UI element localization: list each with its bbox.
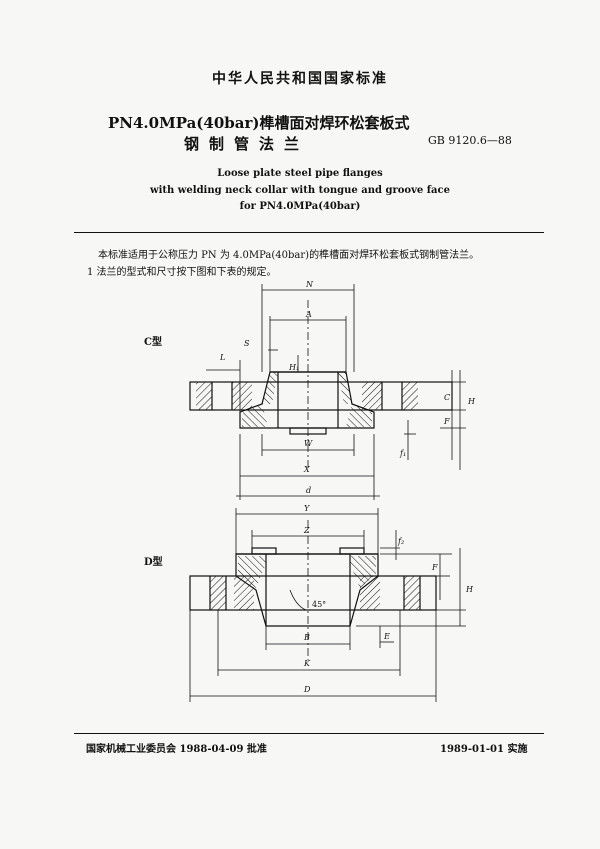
d-type-section [189,508,466,702]
dim-d-D: D [303,685,311,694]
dim-d-H: H [465,585,474,594]
title-en-line3: for PN4.0MPa(40bar) [239,201,361,212]
c-collar-hatch-right [346,404,372,427]
top-rule [74,232,544,233]
dim-d-f2: f₂ [397,537,404,546]
title-en-line1: Loose plate steel pipe flanges [217,168,383,179]
dim-c-H1: H₁ [288,363,299,372]
type-d-label: D型 [144,557,163,568]
d-plate-outline [189,575,437,611]
bottom-rule [74,733,544,734]
c-plate-hatch-left [196,382,212,410]
implementation-date: 1989-01-01 实施 [440,744,528,755]
dim-c-C: C [444,393,450,402]
dim-c-W: W [304,439,313,448]
title-cn-line2: 钢制管法兰 [184,135,310,153]
dim-c-X: X [303,465,310,474]
dim-d-Y: Y [304,504,310,513]
dim-d-angle: 45° [312,600,326,609]
dim-d-F: F [431,563,438,572]
standard-code: GB 9120.6—88 [428,134,512,147]
flange-drawing: N A S L H₁ C H F f₁ W X d [189,280,476,702]
dim-c-A: A [305,310,312,319]
type-c-label: C型 [144,337,162,348]
intro-paragraph: 本标准适用于公称压力 PN 为 4.0MPa(40bar)的榫槽面对焊环松套板式… [98,250,480,261]
c-collar-hatch-left [242,404,268,427]
c-plate-hatch-left-inner [232,382,252,410]
dim-d-Z: Z [303,526,310,535]
clause-1: 1 法兰的型式和尺寸按下图和下表的规定。 [87,267,277,278]
c-type-section [189,284,466,500]
standard-org-header: 中华人民共和国国家标准 [212,71,388,87]
dim-c-H: H [467,397,476,406]
dim-c-d: d [306,486,311,495]
title-en-line2: with welding neck collar with tongue and… [150,185,450,196]
dim-c-F: F [443,417,450,426]
dim-d-B: B [303,633,310,642]
dim-d-K: K [303,659,311,668]
dim-c-N: N [305,280,314,289]
dim-d-E: E [383,632,390,641]
dim-c-S: S [244,339,250,348]
c-plate-hatch-right [402,382,418,410]
title-cn-line1: PN4.0MPa(40bar)榫槽面对焊环松套板式 [108,114,410,132]
c-plate-hatch-right-inner [362,382,382,410]
dim-c-f1: f₁ [399,449,406,458]
approval-note: 国家机械工业委员会 1988-04-09 批准 [86,744,267,755]
dim-c-L: L [219,353,225,362]
